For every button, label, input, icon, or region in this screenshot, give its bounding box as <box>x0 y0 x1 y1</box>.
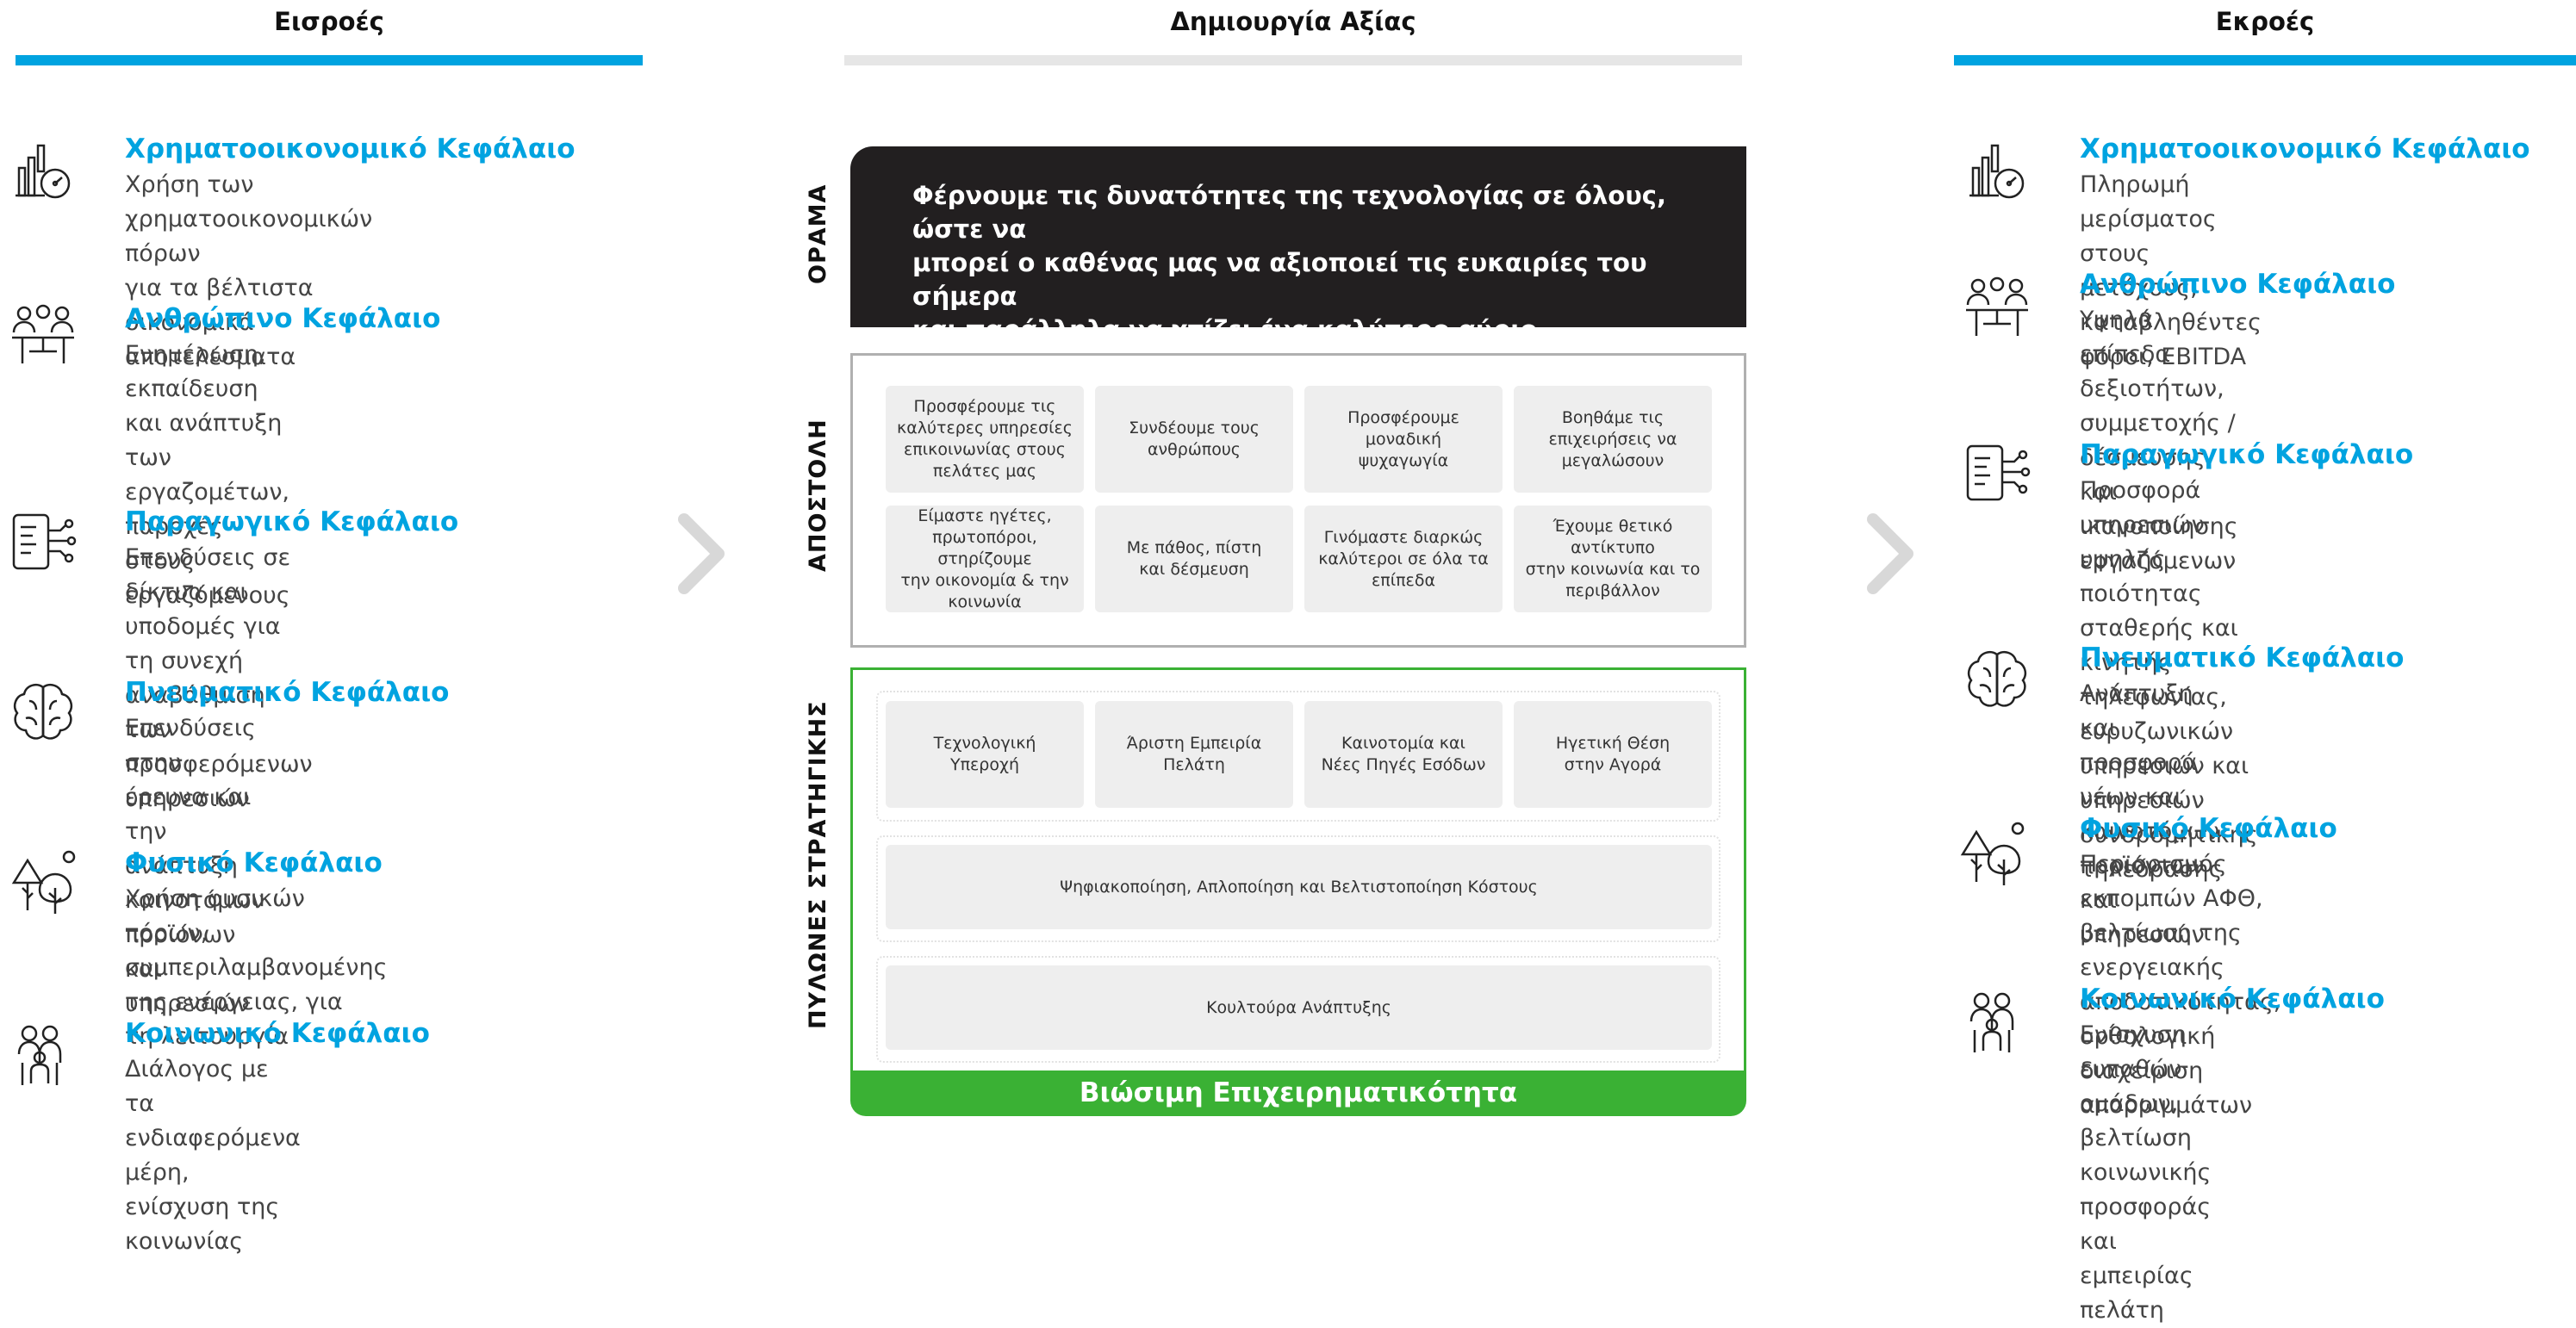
brain-icon <box>14 684 72 740</box>
input-title: Ανθρώπινο Κεφάλαιο <box>125 303 441 334</box>
pillars-label: ΠΥΛΩΝΕΣ ΣΤΡΑΤΗΓΙΚΗΣ <box>805 700 831 1029</box>
pillar-wide-cell: Κουλτούρα Ανάπτυξης <box>886 965 1712 1050</box>
mission-label: ΑΠΟΣΤΟΛΗ <box>805 419 831 572</box>
community-people-icon <box>17 1025 62 1085</box>
input-title: Παραγωγικό Κεφάλαιο <box>125 506 459 537</box>
sustainable-business-footer: Βιώσιμη Επιχειρηματικότητα <box>850 1070 1746 1116</box>
value-creation-heading-underline <box>844 55 1742 65</box>
output-title: Κοινωνικό Κεφάλαιο <box>2080 984 2385 1015</box>
financial-chart-gauge-icon <box>1969 144 2025 199</box>
outputs-heading-underline <box>1954 55 2576 65</box>
pillars-group <box>876 691 1720 822</box>
value-creation-heading: Δημιουργία Αξίας <box>1170 7 1416 36</box>
inputs-heading-underline <box>16 55 643 65</box>
input-description: Χρήση φυσικών πόρων,συμπεριλαμβανομένης … <box>125 885 388 1050</box>
outputs-heading: Εκροές <box>2215 7 2315 36</box>
vision-label: ΟΡΑΜΑ <box>805 183 831 284</box>
chevron-right-icon <box>1867 513 1913 594</box>
output-title: Παραγωγικό Κεφάλαιο <box>2080 439 2414 470</box>
pillar-wide-cell: Ψηφιακοποίηση, Απλοποίηση και Βελτιστοπο… <box>886 845 1712 929</box>
vision-statement: Φέρνουμε τις δυνατότητες της τεχνολογίας… <box>912 181 1667 344</box>
output-description: Πληρωμή μερίσματος στους μετόχους,καταβλ… <box>2080 171 2262 370</box>
output-title: Πνευματικό Κεφάλαιο <box>2080 642 2405 673</box>
community-people-icon <box>1969 992 2014 1052</box>
trees-sun-icon <box>1960 822 2025 885</box>
output-title: Χρηματοοικονομικό Κεφάλαιο <box>2080 133 2530 164</box>
input-title: Κοινωνικό Κεφάλαιο <box>125 1018 430 1049</box>
pillars-group <box>876 835 1720 942</box>
device-network-icon <box>1966 444 2031 501</box>
input-title: Φυσικό Κεφάλαιο <box>125 847 383 878</box>
output-title: Φυσικό Κεφάλαιο <box>2080 813 2337 844</box>
brain-icon <box>1968 651 2026 707</box>
input-title: Πνευματικό Κεφάλαιο <box>125 677 450 708</box>
trees-sun-icon <box>11 850 76 914</box>
people-meeting-icon <box>12 304 74 363</box>
chevron-right-icon <box>678 513 725 594</box>
output-title: Ανθρώπινο Κεφάλαιο <box>2080 269 2396 300</box>
output-description: Υψηλά επίπεδα δεξιοτήτων, συμμετοχής /δέ… <box>2080 307 2238 574</box>
vision-box: Φέρνουμε τις δυνατότητες της τεχνολογίας… <box>850 146 1746 344</box>
financial-chart-gauge-icon <box>16 144 71 199</box>
input-description: Διάλογος με τα ενδιαφερόμενα μέρη,ενίσχυ… <box>125 1056 301 1255</box>
pillars-group <box>876 956 1720 1063</box>
inputs-heading: Εισροές <box>274 7 384 36</box>
input-title: Χρηματοοικονομικό Κεφάλαιο <box>125 133 576 164</box>
people-meeting-icon <box>1966 276 2028 336</box>
device-network-icon <box>12 513 77 570</box>
